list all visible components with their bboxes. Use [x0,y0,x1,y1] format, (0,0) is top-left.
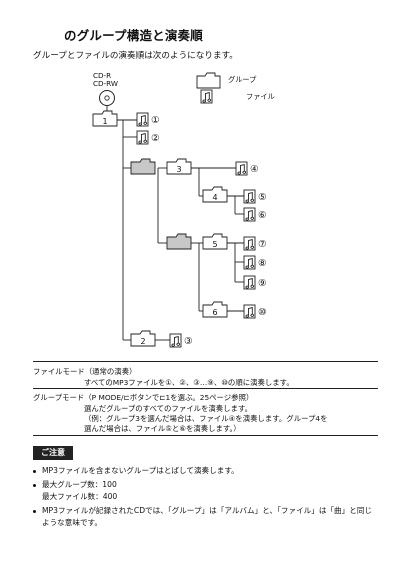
group-mode-text: 選んだグループのすべてのファイルを演奏します。 [84,404,252,413]
group-number: 6 [212,308,217,317]
group-number: 3 [176,165,181,174]
disc-label-cdrw: CD-RW [93,79,118,88]
tree-connectors [115,119,244,341]
caution-text: MP3ファイルが記録されたCDでは、「グループ」は「アルバム」と、「ファイル」は… [42,506,373,515]
group-mode-text: 選んだ場合は、ファイル⑤と⑥を演奏します。） [84,424,241,433]
file-number: ⑨ [258,278,267,289]
file-icon [136,130,149,145]
caution-text-cont: 最大ファイル数：400 [42,492,118,501]
legend-folder-icon [196,72,221,89]
intro-text: グループとファイルの演奏順は次のようになります。 [33,51,238,61]
divider [33,435,378,436]
group-2-folder [130,330,156,347]
file-number: ⑦ [258,239,267,250]
group-number: 1 [102,117,107,126]
file-icon [169,333,182,348]
divider [33,388,378,389]
file-icon [243,275,256,290]
group-4-folder [202,186,228,203]
file-icon [243,304,256,319]
file-icon [243,255,256,270]
group-number: 2 [140,337,145,346]
file-number: ⑤ [258,192,267,203]
file-icon [243,207,256,222]
file-number: ① [151,115,160,126]
file-icon [136,112,149,127]
bullet-dot [33,483,36,487]
group-number: 5 [212,240,217,249]
file-mode-text: すべてのMP3ファイルを①、②、③…⑨、⑩の順に演奏します。 [84,378,294,387]
legend-file-label: ファイル [246,92,275,101]
group-number: 4 [212,193,217,202]
caution-text: MP3ファイルを含まないグループはとばして演奏します。 [42,466,239,475]
legend-group-label: グループ [228,75,257,84]
file-icon [243,189,256,204]
file-icon [243,236,256,251]
group-mode-text: （例：グループ3を選んだ場合は、ファイル④を演奏します。グループ4を [84,414,328,423]
file-mode-label: ファイルモード（通常の演奏） [33,367,137,376]
caution-bullet: 最大グループ数：100 [33,479,117,490]
group-1-folder [92,110,118,127]
caution-bullet: MP3ファイルを含まないグループはとばして演奏します。 [33,465,239,476]
file-number: ⑥ [258,210,267,221]
group-5-folder [202,233,228,250]
group-empty-a-folder [130,158,156,175]
file-number: ④ [250,164,259,175]
file-number: ⑧ [258,258,267,269]
file-number: ③ [184,336,193,347]
bullet-dot [33,469,36,473]
divider [33,361,378,362]
caution-heading: ご注意 [33,446,73,460]
caution-text-cont: ような意味です。 [42,518,102,527]
bullet-dot [33,509,36,513]
file-icons [136,112,256,348]
file-number: ② [151,133,160,144]
group-3-folder [166,158,192,175]
file-number: ⑩ [258,307,267,318]
disc-label-cdr: CD-R [93,71,112,80]
group-empty-b-folder [166,233,192,250]
folders [92,110,228,347]
caution-text: 最大グループ数：100 [42,480,117,489]
legend-file-icon [200,89,213,104]
group-mode-label: グループモード（P MODE/⊏ボタンで⊏1を選ぶ。25ページ参照） [33,393,254,402]
group-6-folder [202,301,228,318]
cd-icon [99,90,115,113]
file-icon [235,161,248,176]
caution-bullet: MP3ファイルが記録されたCDでは、「グループ」は「アルバム」と、「ファイル」は… [33,505,372,516]
page-title: のグループ構造と演奏順 [64,28,203,43]
group-structure-diagram: 1 2 3 4 5 6 ① ② ③ ④ ⑤ ⑥ ⑦ ⑧ ⑨ ⑩ [92,72,267,348]
